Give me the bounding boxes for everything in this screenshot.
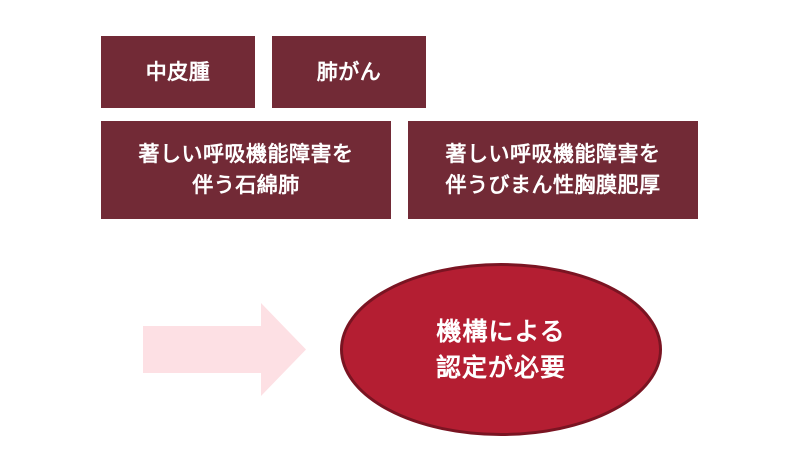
disease-box-pleural-thickening: 著しい呼吸機能障害を 伴うびまん性胸膜肥厚 <box>408 121 698 219</box>
disease-box-mesothelioma: 中皮腫 <box>101 36 255 108</box>
result-label: 機構による 認定が必要 <box>435 316 566 382</box>
disease-box-asbestosis: 著しい呼吸機能障害を 伴う石綿肺 <box>101 121 391 219</box>
disease-box-lung-cancer: 肺がん <box>272 36 426 108</box>
result-ellipse <box>340 263 662 436</box>
right-arrow-icon <box>143 303 306 396</box>
